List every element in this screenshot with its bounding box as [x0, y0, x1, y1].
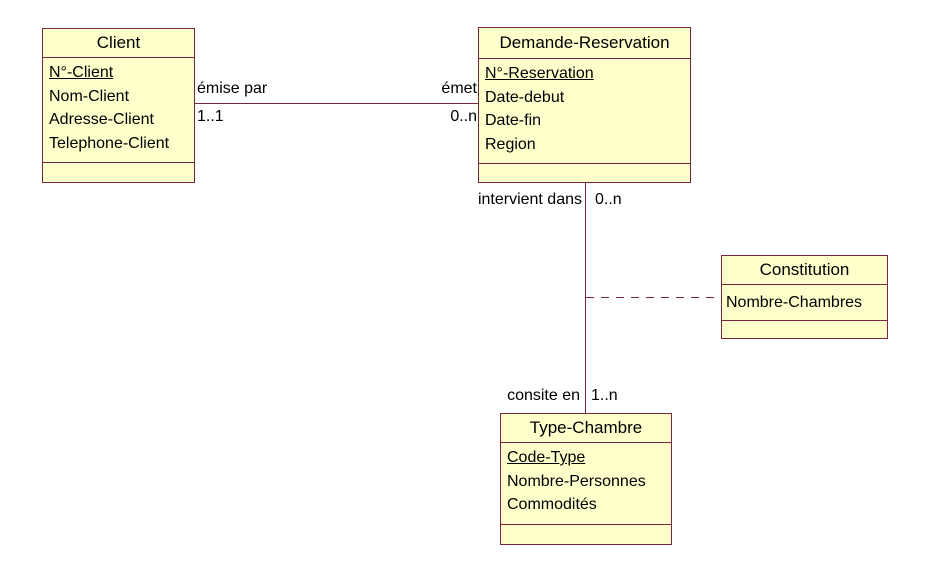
attribute-row: Nombre-Personnes: [507, 472, 646, 490]
attribute-row: Date-fin: [485, 112, 542, 129]
role-label-consite-en: consite en: [507, 387, 580, 404]
entity-client[interactable]: Client N°-Client Nom-Client Adresse-Clie…: [42, 28, 195, 183]
attribute-row: Adresse-Client: [49, 111, 154, 128]
entity-title: Client: [43, 29, 194, 58]
attribute-row-key: N°-Reservation: [485, 65, 594, 82]
empty-compartment: [479, 163, 690, 182]
multiplicity-label-client: 1..1: [197, 108, 224, 125]
attribute-row: Date-debut: [485, 88, 565, 106]
multiplicity-label-bottom: 1..n: [591, 387, 618, 404]
entity-title: Constitution: [722, 256, 887, 285]
attribute-list: N°-Reservation Date-debut Date-fin Regio…: [479, 59, 690, 163]
attribute-row-key: N°-Client: [49, 64, 114, 81]
attribute-row: Telephone-Client: [49, 134, 170, 152]
multiplicity-label-reservation: 0..n: [450, 108, 477, 125]
entity-title: Demande-Reservation: [479, 28, 690, 59]
entity-constitution[interactable]: Constitution Nombre-Chambres: [721, 255, 888, 339]
empty-compartment: [722, 320, 887, 338]
role-label-emet: émet: [441, 80, 477, 97]
attribute-row: Nombre-Chambres: [726, 293, 863, 311]
attribute-row: Nom-Client: [49, 87, 130, 105]
role-label-intervient-dans: intervient dans: [477, 191, 582, 208]
association-line-demande-type[interactable]: [585, 183, 586, 413]
attribute-list: N°-Client Nom-Client Adresse-Client Tele…: [43, 58, 194, 162]
entity-title: Type-Chambre: [501, 414, 671, 443]
multiplicity-label-top: 0..n: [595, 191, 622, 208]
association-line-client-demande[interactable]: [195, 103, 478, 104]
attribute-row: Region: [485, 135, 536, 153]
entity-demande-reservation[interactable]: Demande-Reservation N°-Reservation Date-…: [478, 27, 691, 183]
attribute-list: Code-Type Nombre-Personnes Commodités: [501, 443, 671, 524]
attribute-row-key: Code-Type: [507, 449, 586, 466]
entity-type-chambre[interactable]: Type-Chambre Code-Type Nombre-Personnes …: [500, 413, 672, 545]
empty-compartment: [43, 162, 194, 182]
attribute-row: Commodités: [507, 496, 597, 513]
role-label-emise-par: émise par: [197, 80, 268, 97]
association-dashed-line-constitution[interactable]: [586, 297, 721, 298]
empty-compartment: [501, 524, 671, 543]
